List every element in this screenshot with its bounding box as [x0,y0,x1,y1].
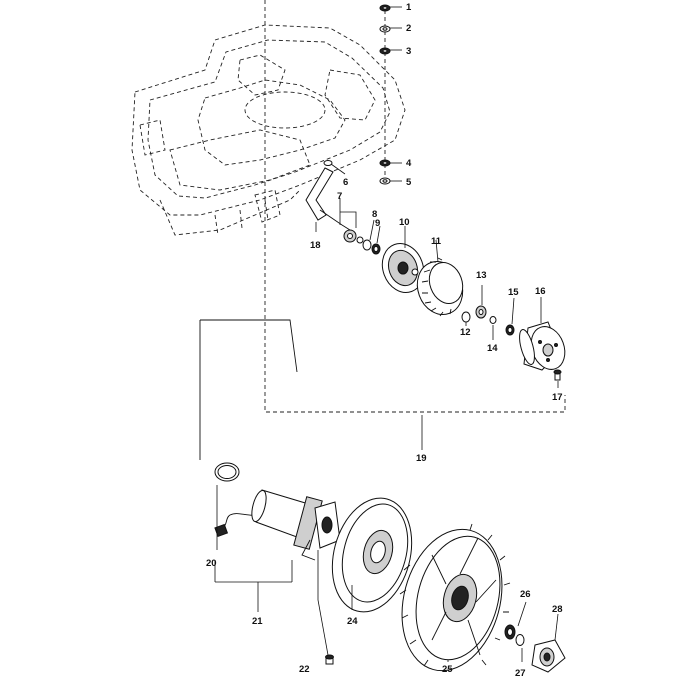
callout-24: 24 [347,616,358,627]
assembly-21-boundary [199,319,298,460]
callout-2: 2 [406,23,411,34]
callout-9: 9 [375,218,380,229]
part-14-washer [489,316,497,324]
callout-28: 28 [552,604,563,615]
part-8-ring [362,239,372,251]
part-25-wheel [399,523,511,672]
part-24-disc [331,497,413,613]
callout-21: 21 [252,616,263,627]
leader-lines [214,6,559,662]
callout-11: 11 [431,236,442,247]
part-21-motor [251,489,341,561]
part-18-bracket [305,167,334,221]
callout-20: 20 [206,558,217,569]
callout-8: 8 [372,209,377,220]
callout-13: 13 [476,270,487,281]
part-10-hub [381,243,425,293]
part-12-ring [461,311,471,323]
callout-1: 1 [406,2,412,13]
callout-labels: 1 2 3 4 5 6 7 8 9 10 11 12 13 14 15 16 1… [206,2,563,679]
callout-12: 12 [460,327,471,338]
part-11-gear-ring [416,257,464,317]
callout-6: 6 [343,177,348,188]
callout-25: 25 [442,664,453,675]
assembly-19-boundary [264,0,566,413]
callout-14: 14 [487,343,498,354]
callout-27: 27 [515,668,526,679]
callout-22: 22 [299,664,310,675]
callout-26: 26 [520,589,531,600]
part-28-hub-cap [531,639,566,673]
callout-18: 18 [310,240,321,251]
callout-19: 19 [416,453,427,464]
callout-15: 15 [508,287,519,298]
washer-stack [379,4,391,185]
callout-7: 7 [337,191,342,202]
part-6-washer [323,160,333,166]
callout-10: 10 [399,217,410,228]
callout-3: 3 [406,46,411,57]
callout-4: 4 [406,158,412,169]
callout-16: 16 [535,286,546,297]
chassis-outline [131,24,406,236]
callout-5: 5 [406,177,412,188]
part-27-nut [515,634,525,646]
part-16-drum [519,321,566,371]
callout-17: 17 [552,392,563,403]
